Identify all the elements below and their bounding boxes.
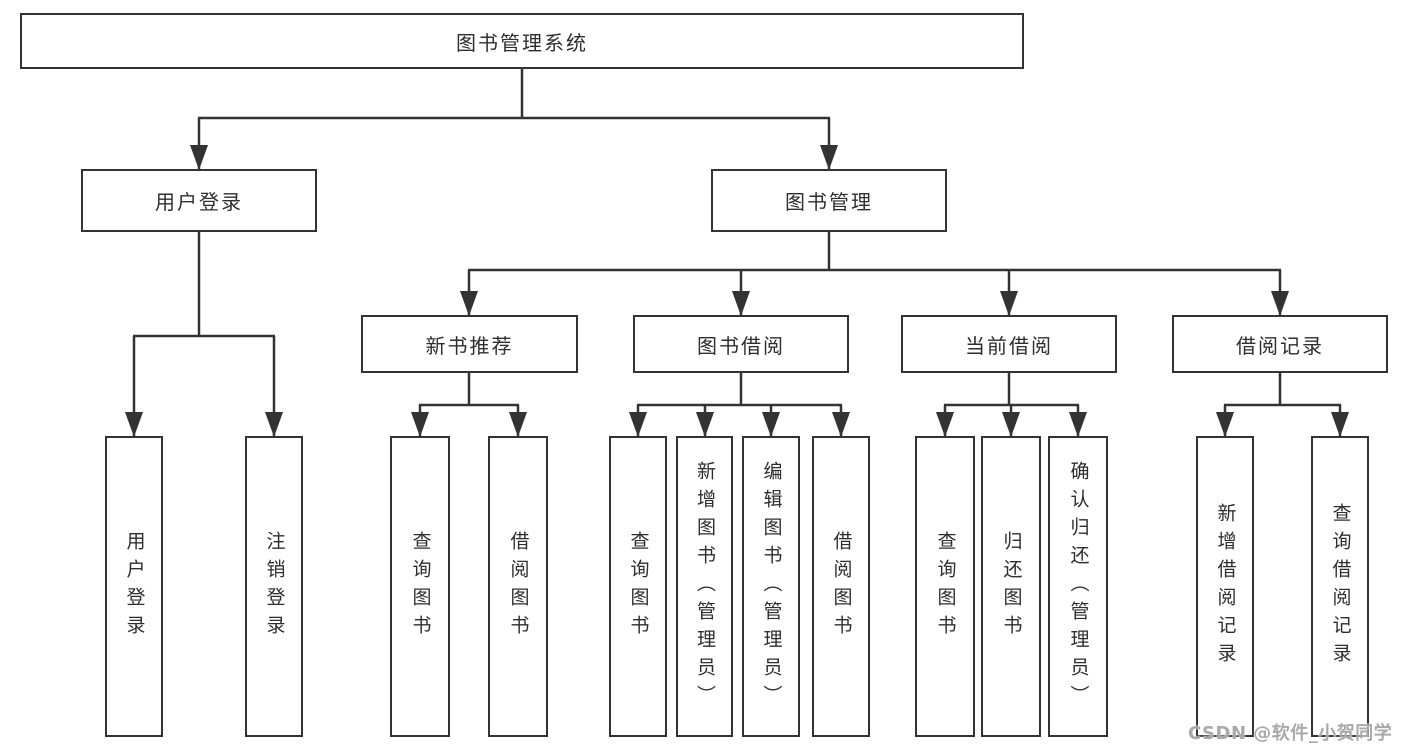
node-label: 新增借阅记录 <box>1214 502 1237 671</box>
node-book-management-system: 图书管理系统 <box>20 13 1024 69</box>
node-new-book-recommend: 新书推荐 <box>361 315 578 373</box>
node-label: 用户登录 <box>155 190 243 214</box>
leaf-add-borrow-record: 新增借阅记录 <box>1196 436 1254 737</box>
leaf-edit-books-admin: 编辑图书（管理员） <box>742 436 800 737</box>
leaf-user-login: 用户登录 <box>105 436 163 737</box>
leaf-confirm-return-admin: 确认归还（管理员） <box>1048 436 1108 737</box>
node-label: 编辑图书（管理员） <box>760 460 783 713</box>
leaf-borrow-books: 借阅图书 <box>812 436 870 737</box>
node-label: 当前借阅 <box>965 333 1053 358</box>
tree-edges <box>125 69 1349 437</box>
leaf-query-borrow-record: 查询借阅记录 <box>1311 436 1369 737</box>
node-label: 图书管理系统 <box>456 30 588 55</box>
node-label: 查询图书 <box>409 530 432 643</box>
node-book-borrow: 图书借阅 <box>633 315 849 373</box>
node-label: 归还图书 <box>1000 530 1023 643</box>
leaf-query-books: 查询图书 <box>390 436 450 737</box>
leaf-logout: 注销登录 <box>245 436 303 737</box>
node-label: 新增图书（管理员） <box>694 460 716 713</box>
node-label: 借阅记录 <box>1236 333 1324 358</box>
node-label: 图书管理 <box>785 190 873 214</box>
node-label: 查询借阅记录 <box>1329 502 1352 671</box>
leaf-borrow-books: 借阅图书 <box>488 436 548 737</box>
node-label: 注销登录 <box>263 530 286 643</box>
node-borrow-records: 借阅记录 <box>1172 315 1388 373</box>
node-label: 借阅图书 <box>507 530 530 643</box>
node-user-login: 用户登录 <box>81 169 317 232</box>
node-label: 新书推荐 <box>425 333 514 358</box>
node-label: 图书借阅 <box>697 333 785 358</box>
node-label: 借阅图书 <box>830 530 853 643</box>
leaf-return-books: 归还图书 <box>981 436 1041 737</box>
csdn-watermark: CSDN @软件_小贺同学 <box>1188 723 1393 744</box>
node-current-borrow: 当前借阅 <box>901 315 1117 373</box>
node-label: 用户登录 <box>123 530 146 643</box>
node-label: 查询图书 <box>934 530 957 643</box>
node-label: 确认归还（管理员） <box>1067 460 1090 713</box>
leaf-query-books: 查询图书 <box>915 436 975 737</box>
node-label: 查询图书 <box>627 530 650 643</box>
leaf-add-books-admin: 新增图书（管理员） <box>676 436 733 737</box>
node-book-management: 图书管理 <box>711 169 947 232</box>
leaf-query-books: 查询图书 <box>609 436 667 737</box>
